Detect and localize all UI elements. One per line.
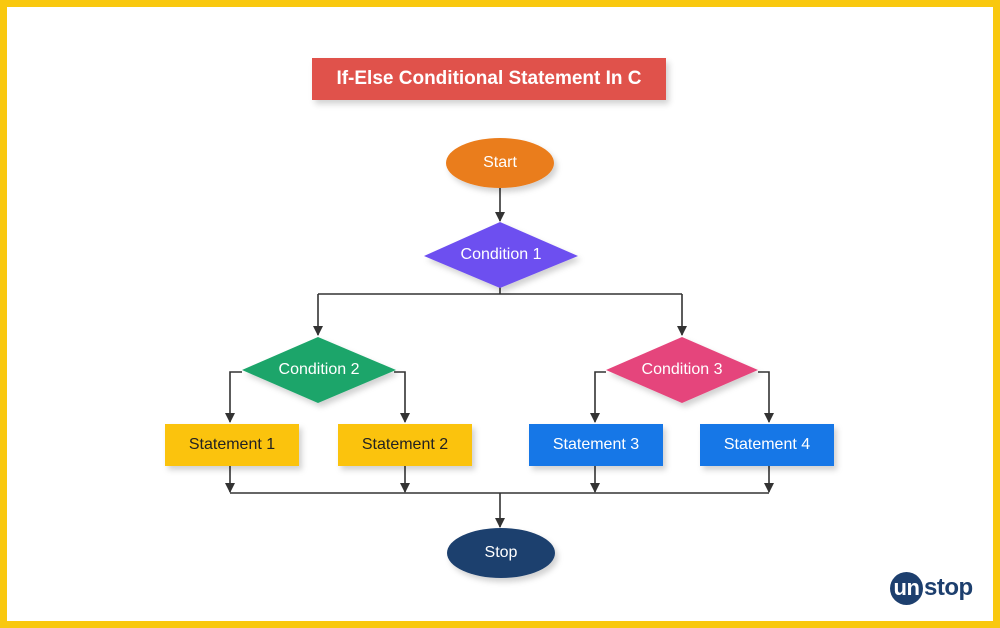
condition1-node xyxy=(424,222,578,288)
arrow-condition3-to-statement4 xyxy=(758,371,774,423)
stop-node xyxy=(447,528,555,578)
connectors xyxy=(225,188,774,528)
statement2-node xyxy=(338,424,472,466)
diagram-title: If-Else Conditional Statement In C xyxy=(312,58,666,100)
arrow-condition2-to-statement2 xyxy=(394,371,410,423)
logo-text: stop xyxy=(924,574,973,601)
logo-badge: un xyxy=(890,571,923,605)
start-node xyxy=(446,138,554,188)
statement3-node xyxy=(529,424,663,466)
arrow-condition3-to-statement3 xyxy=(590,371,606,423)
unstop-logo: un stop xyxy=(890,570,982,606)
condition3-node xyxy=(606,337,758,403)
statement4-node xyxy=(700,424,834,466)
condition2-node xyxy=(242,337,396,403)
statement1-node xyxy=(165,424,299,466)
arrow-condition2-to-statement1 xyxy=(225,371,242,423)
